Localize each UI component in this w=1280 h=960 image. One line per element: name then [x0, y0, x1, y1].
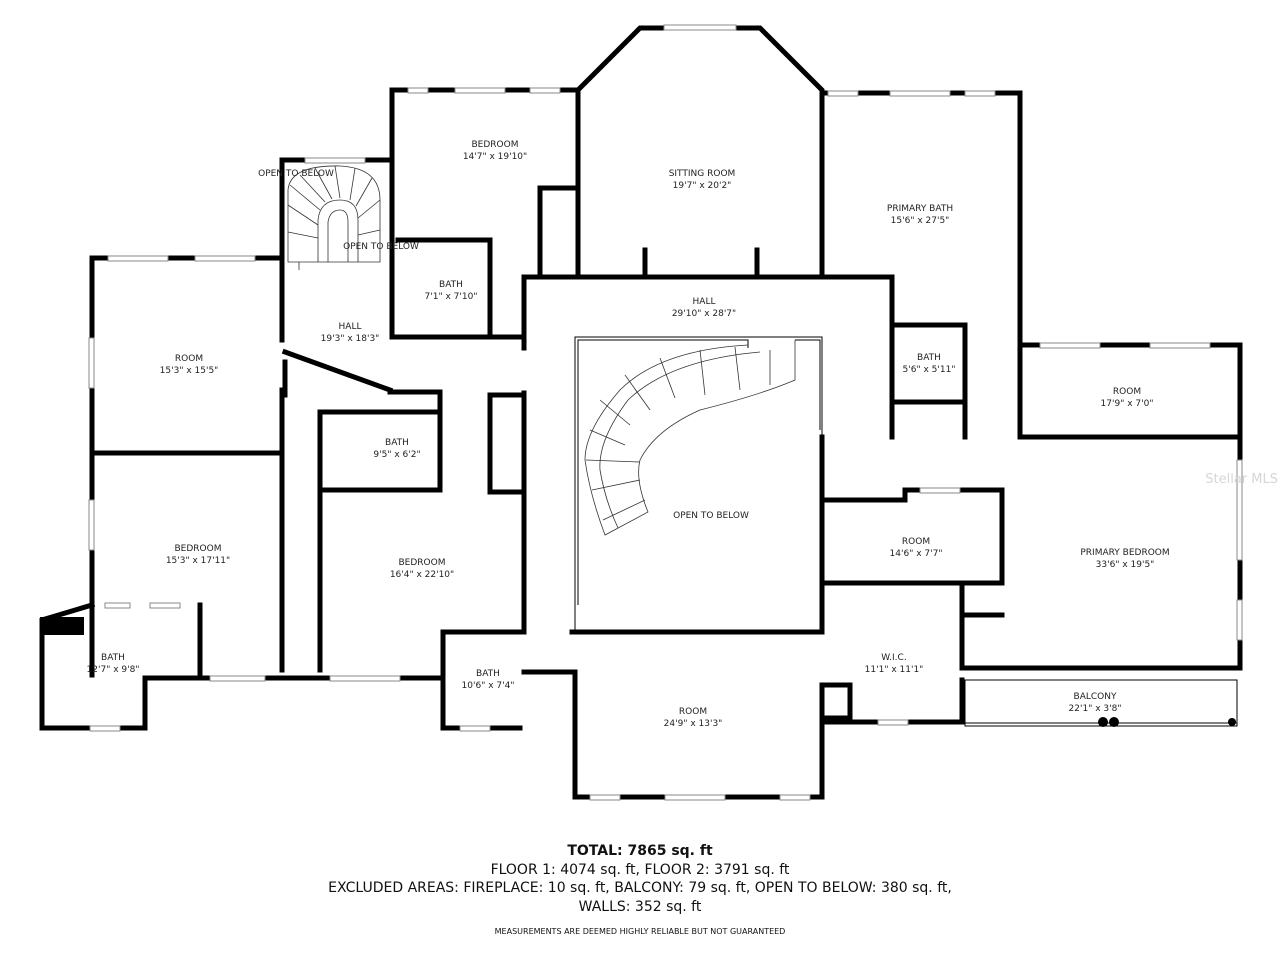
room-dims-room-right: 17'9" x 7'0": [1101, 399, 1154, 409]
room-name-balcony: BALCONY: [1074, 692, 1117, 702]
room-name-room-bottom: ROOM: [679, 707, 707, 717]
room-labels: BEDROOM 14'7" x 19'10" SITTING ROOM 19'7…: [87, 140, 1170, 729]
room-dims-wic: 11'1" x 11'1": [865, 665, 924, 675]
open-label-stair-b: OPEN TO BELOW: [343, 242, 419, 252]
open-to-below-center: [574, 336, 823, 633]
room-name-room-left: ROOM: [175, 354, 203, 364]
room-name-primary-bedroom: PRIMARY BEDROOM: [1080, 548, 1169, 558]
walls: [39, 25, 1243, 800]
room-dims-hall-center: 29'10" x 28'7": [672, 309, 736, 319]
room-dims-bath-small-top: 7'1" x 7'10": [425, 292, 478, 302]
room-name-bath-mid: BATH: [385, 438, 409, 448]
room-name-bath-small-top: BATH: [439, 280, 463, 290]
room-dims-sitting-room: 19'7" x 20'2": [673, 181, 732, 191]
room-name-bedroom-mid: BEDROOM: [399, 558, 446, 568]
room-dims-hall-left: 19'3" x 18'3": [321, 334, 380, 344]
room-dims-balcony: 22'1" x 3'8": [1069, 704, 1122, 714]
room-name-bath-bottom-left: BATH: [101, 653, 125, 663]
room-dims-bath-bottom-left: 12'7" x 9'8": [87, 665, 140, 675]
total-area: TOTAL: 7865 sq. ft: [567, 843, 713, 859]
open-label-center: OPEN TO BELOW: [673, 511, 749, 521]
room-name-hall-center: HALL: [693, 297, 716, 307]
watermark: Stellar MLS: [1205, 472, 1278, 487]
walls-area: WALLS: 352 sq. ft: [578, 899, 702, 915]
room-name-room-mid-right: ROOM: [902, 537, 930, 547]
disclaimer: MEASUREMENTS ARE DEEMED HIGHLY RELIABLE …: [494, 927, 786, 936]
room-dims-bath-bottom-mid: 10'6" x 7'4": [462, 681, 515, 691]
floor-areas: FLOOR 1: 4074 sq. ft, FLOOR 2: 3791 sq. …: [490, 862, 790, 878]
room-name-bath-right: BATH: [917, 353, 941, 363]
room-dims-bath-right: 5'6" x 5'11": [903, 365, 956, 375]
room-name-hall-left: HALL: [339, 322, 362, 332]
room-dims-room-bottom: 24'9" x 13'3": [664, 719, 723, 729]
floor-plan: BEDROOM 14'7" x 19'10" SITTING ROOM 19'7…: [39, 24, 1243, 801]
room-dims-primary-bath: 15'6" x 27'5": [891, 216, 950, 226]
room-name-room-right: ROOM: [1113, 387, 1141, 397]
windows: [88, 24, 1243, 801]
staircase-left: [287, 165, 381, 270]
room-name-bedroom-left: BEDROOM: [175, 544, 222, 554]
room-name-primary-bath: PRIMARY BATH: [887, 204, 953, 214]
room-name-bedroom-top: BEDROOM: [472, 140, 519, 150]
room-dims-room-mid-right: 14'6" x 7'7": [890, 549, 943, 559]
excluded-areas: EXCLUDED AREAS: FIREPLACE: 10 sq. ft, BA…: [328, 880, 952, 896]
room-dims-primary-bedroom: 33'6" x 19'5": [1096, 560, 1155, 570]
room-dims-bath-mid: 9'5" x 6'2": [373, 450, 420, 460]
room-dims-bedroom-left: 15'3" x 17'11": [166, 556, 230, 566]
open-label-stair-a: OPEN TO BELOW: [258, 169, 334, 179]
room-name-wic: W.I.C.: [881, 653, 906, 663]
room-dims-bedroom-top: 14'7" x 19'10": [463, 152, 527, 162]
room-name-bath-bottom-mid: BATH: [476, 669, 500, 679]
room-dims-bedroom-mid: 16'4" x 22'10": [390, 570, 454, 580]
room-dims-room-left: 15'3" x 15'5": [160, 366, 219, 376]
room-name-sitting-room: SITTING ROOM: [669, 169, 736, 179]
